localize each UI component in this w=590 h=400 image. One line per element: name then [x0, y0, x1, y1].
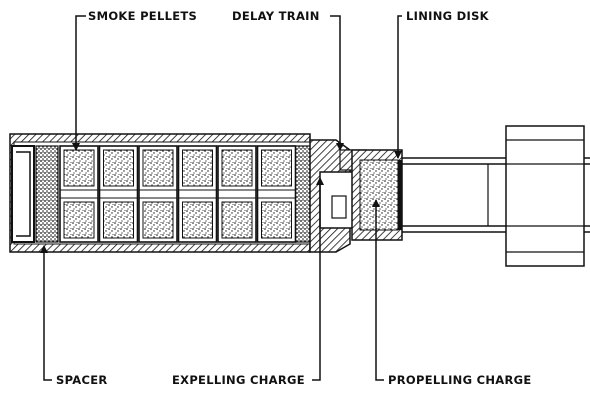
launcher-tube: [402, 125, 590, 267]
label-lining-disk: LINING DISK: [406, 9, 490, 23]
smoke-pellet: [256, 145, 297, 243]
smoke-pellets-group: [59, 145, 297, 243]
label-propelling-charge: PROPELLING CHARGE: [388, 373, 532, 387]
smoke-pellet: [217, 145, 257, 243]
smoke-pellet: [138, 145, 178, 243]
label-delay-train: DELAY TRAIN: [232, 9, 320, 23]
leader-smoke-pellets: [72, 15, 86, 151]
leader-expelling-charge: [312, 177, 324, 381]
leader-lining-disk: [394, 15, 402, 159]
spacer-left: [35, 145, 59, 243]
base-cap: [11, 145, 35, 243]
label-smoke-pellets: SMOKE PELLETS: [88, 9, 197, 23]
tube-coupling: [505, 125, 585, 267]
propelling-charge: [359, 159, 399, 231]
label-expelling-charge: EXPELLING CHARGE: [172, 373, 305, 387]
smoke-pellet: [177, 145, 218, 243]
lining-disk: [398, 160, 402, 230]
smoke-pellet: [59, 145, 99, 243]
leader-propelling-charge: [372, 199, 384, 381]
leader-delay-train: [330, 15, 344, 151]
leader-lines: [40, 15, 402, 381]
smoke-pellet: [98, 145, 139, 243]
grenade-head: [309, 139, 403, 253]
leader-spacer: [40, 245, 52, 381]
label-spacer: SPACER: [56, 373, 108, 387]
